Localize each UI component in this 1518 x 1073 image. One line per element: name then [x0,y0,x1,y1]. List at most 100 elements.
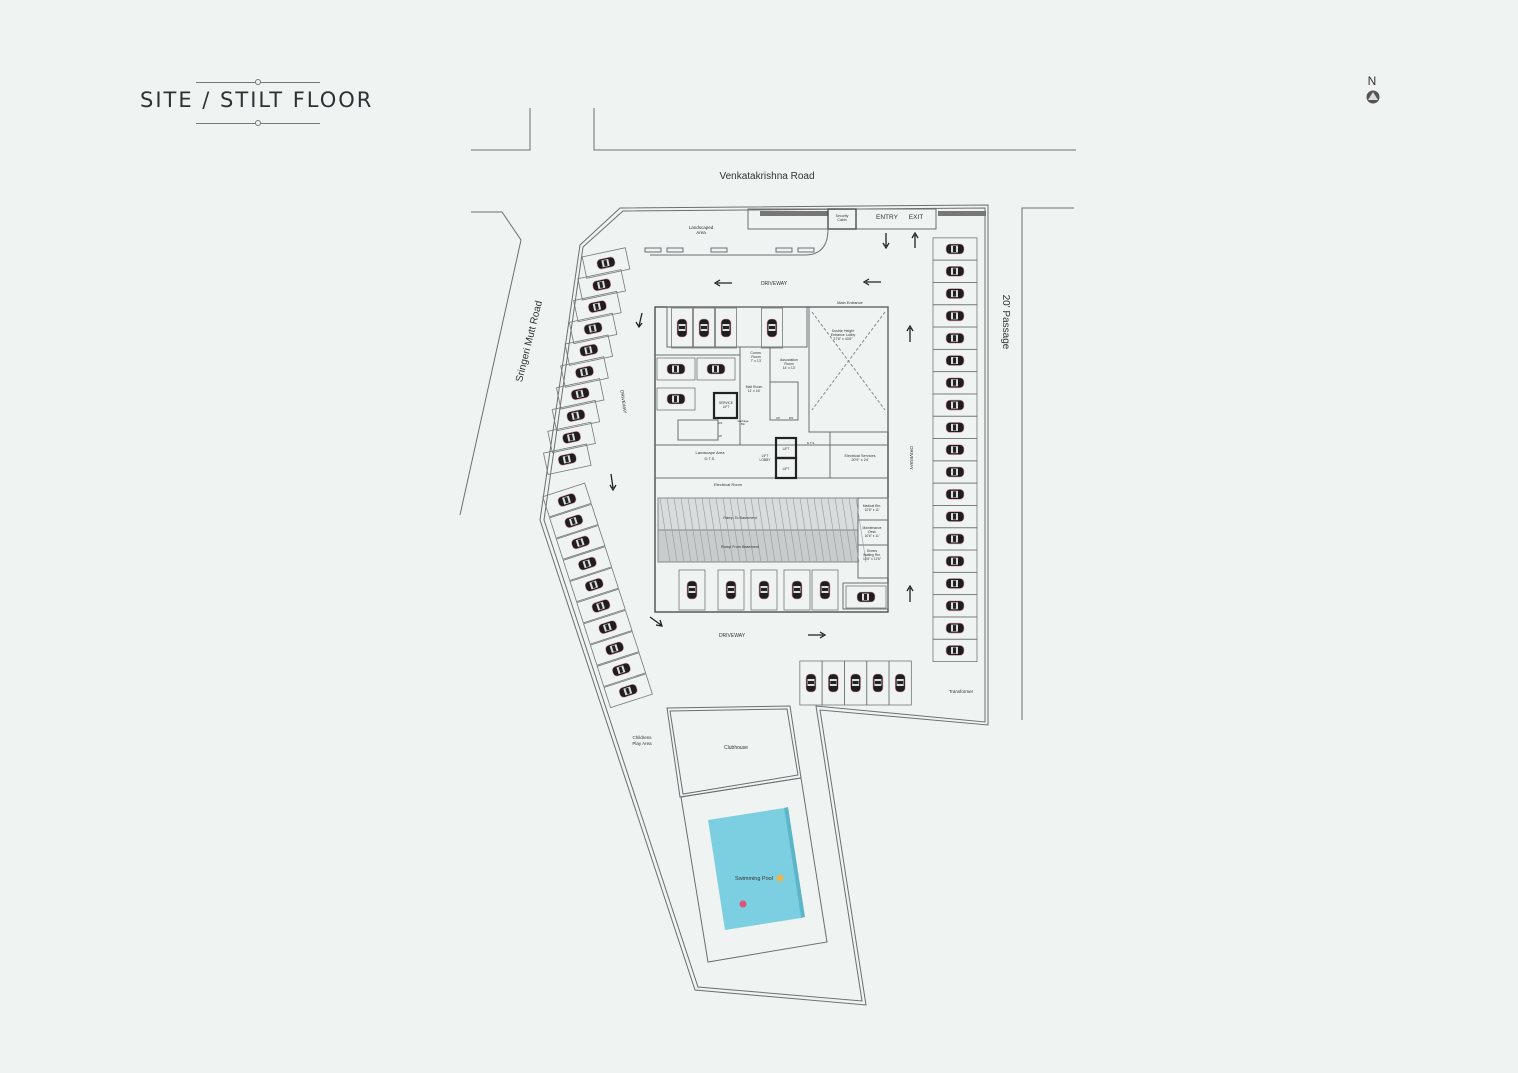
landscaped-area-label-2: Area [696,230,706,235]
clubhouse-block [666,705,828,963]
parking-bay [693,307,715,349]
swimming-pool-label: Swimming Pool [735,876,773,882]
parking-bay [888,660,912,706]
maintenance-desk-size: 10'6" x 11' [865,534,880,538]
dn-label-2: DN [789,416,793,420]
driveway-label-left: DRIVEWAY [619,390,627,414]
parking-bay [581,247,631,279]
comm-room-label: Comm. [750,351,761,355]
ramp-from-basement-label: Ramp From Basement [721,545,760,549]
mail-room-label: Mail Room [746,385,763,389]
parking-bay [573,290,622,323]
parking-bay [932,549,978,573]
parking-bay [583,609,633,645]
parking-bay [543,443,592,475]
parking-bay [564,334,614,366]
association-room-label-2: Room [784,362,793,366]
parking-bay [555,525,606,560]
dts-label: D.T.S. [807,441,815,445]
arrow-icon [882,231,919,250]
pool-marker-pink [739,900,747,908]
parking-bay [932,259,978,283]
parking-bay [547,421,596,454]
parking-bay [603,673,653,709]
parking-bay [932,638,978,662]
parking-bay [576,588,626,624]
electrical-services-label: Electrical Services [844,454,875,458]
page-title: SITE / STILT FLOOR [140,88,374,112]
parking-bay [932,616,978,640]
parking-bay [555,378,605,410]
driveway-label-top: DRIVEWAY [761,281,788,287]
electrical-room-label: Electrical Room [714,482,743,487]
parking-bay [932,393,978,417]
parking-bay [932,415,978,439]
comm-room-label-2: Room [751,355,760,359]
parking-bay [811,569,839,611]
security-cabin-label: Security [836,214,849,218]
clubhouse-label: Clubhouse [724,745,748,751]
security-cabin-label-2: Cabin [837,218,846,222]
parking-bay [562,546,613,581]
parking-bay [866,660,890,706]
parking-bay [761,307,783,349]
exit-label: EXIT [909,214,923,221]
site-boundary [539,204,989,1006]
parking-bay [577,269,626,301]
medical-room-size: 10'6" x 11' [865,508,880,512]
electrical-services-size: 20'9" x 24' [851,458,869,462]
parking-bay [932,282,978,306]
parking-bay [656,357,696,381]
parking-bay [551,399,601,432]
parking-bay [932,237,978,261]
mail-room-size: 11' x 16' [748,389,761,393]
parking-bay [596,652,647,687]
childrens-play-area-label-2: Play Area [632,741,652,746]
comm-room-size: 7' x 13' [751,359,762,363]
lift-label-2: LIFT [783,467,790,471]
title-ornament [255,120,261,126]
building-labels: Main Entrance Double Height Entrance Lob… [696,300,882,561]
parking-bay [799,660,823,706]
driveway-label-right: DRIVEWAY [909,446,914,470]
drivers-waiting-size: 10'6" x 12'6" [863,557,882,561]
road-label-left: Sringeri Mutt Road [514,300,545,384]
parking-bay [932,326,978,350]
parking-bay [932,304,978,328]
parking-bay [932,527,978,551]
compass-north-label: N [1368,74,1377,88]
entry-label: ENTRY [876,214,899,221]
lift-lobby-label: LIFT [762,454,769,458]
swimming-pool [708,808,801,930]
main-entrance-label: Main Entrance [837,300,864,305]
garbage-bin-label: Garbage [738,419,749,423]
parking-bay [750,569,778,611]
parking-bay [932,594,978,618]
association-room-label: Association [780,358,798,362]
entry-gate [650,208,986,256]
lobby-label: Double Height [832,329,854,333]
parking-bay [715,307,737,349]
parking-bay [932,571,978,596]
pool-marker-yellow [776,874,784,882]
garbage-bin-label-2: Bin [741,422,745,426]
parking-bay [589,631,640,666]
association-room-size: 14' x 13' [783,366,796,370]
parking-bay [844,660,868,706]
maintenance-desk-label: Maintenance [863,526,882,530]
north-arrow-icon [1366,90,1380,104]
lobby-size: 27'6" x 43'6" [833,337,853,341]
maintenance-desk-label-2: Desk [868,530,876,534]
lift-label-1: LIFT [783,447,790,451]
parking-bay [549,503,599,539]
title-ornament [255,79,261,85]
landscape-area-dts-label: Landscape Area [696,450,726,455]
parking-bay [783,569,811,611]
parking-bays [542,237,978,709]
pool-edge [784,807,805,918]
up-label: UP [718,434,722,438]
parking-bay [717,569,745,611]
parking-bay [696,357,736,381]
parking-bay [932,505,978,529]
